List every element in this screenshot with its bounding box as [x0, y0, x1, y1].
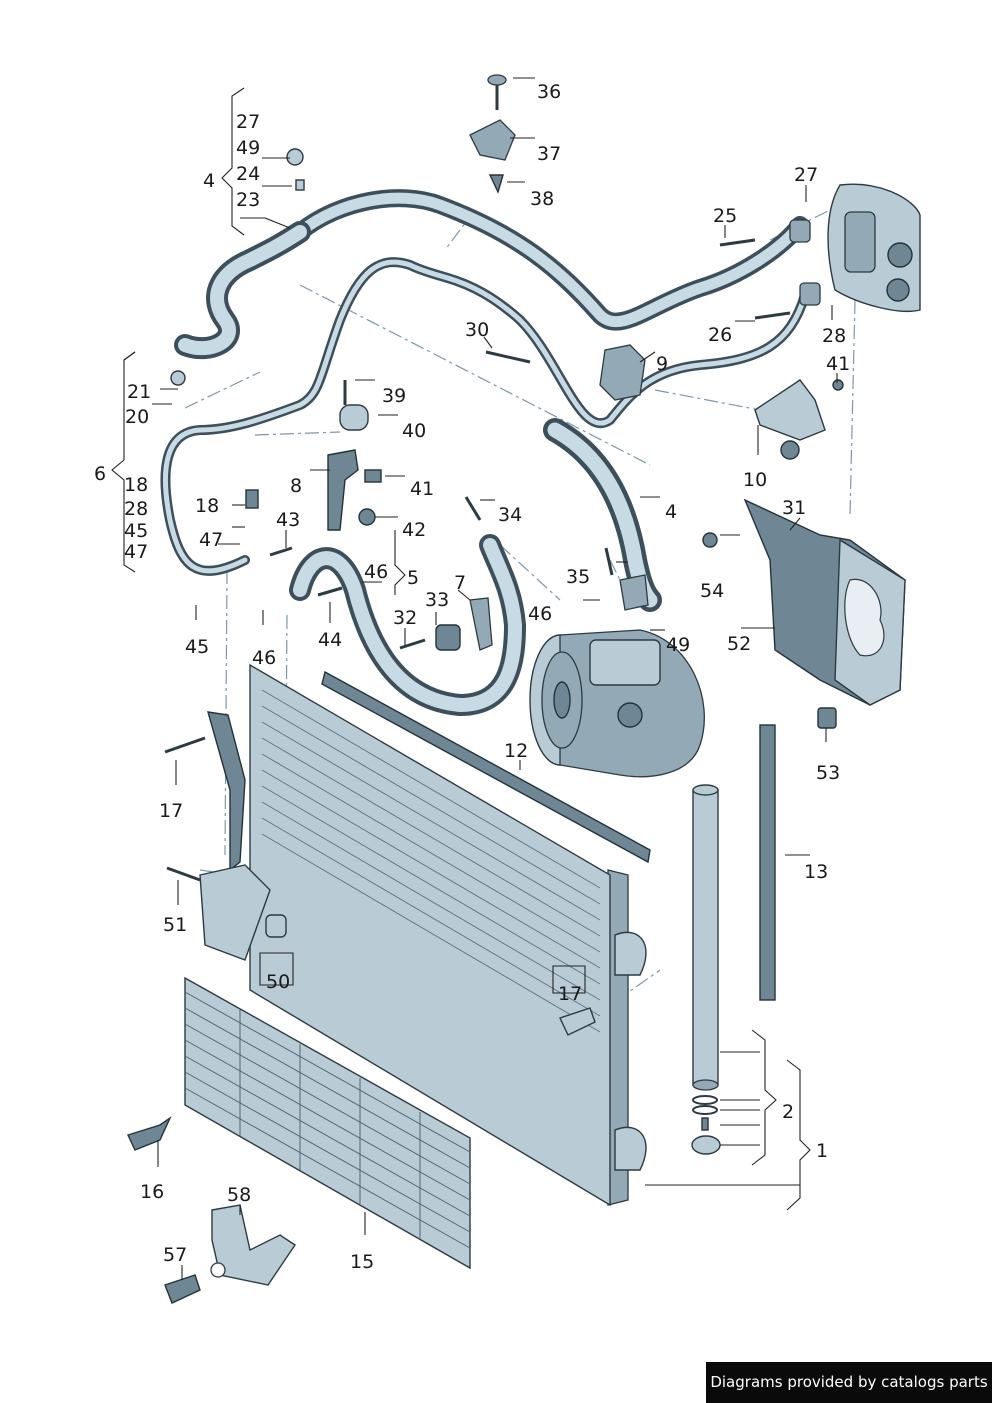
- callout-18-left: 18: [124, 474, 148, 496]
- refrigerant-lines: [160, 189, 810, 716]
- callout-21: 21: [127, 381, 151, 403]
- callout-6: 6: [94, 463, 106, 485]
- callout-8: 8: [290, 475, 302, 497]
- callout-15: 15: [350, 1251, 374, 1273]
- callout-4-top: 4: [203, 170, 215, 192]
- callout-42: 42: [402, 519, 426, 541]
- brackets: [327, 119, 826, 651]
- callout-46-right: 46: [528, 603, 552, 625]
- callout-40: 40: [402, 420, 426, 442]
- callout-20: 20: [125, 406, 149, 428]
- callout-33: 33: [425, 589, 449, 611]
- callout-45-left: 45: [124, 520, 148, 542]
- callout-57: 57: [163, 1244, 187, 1266]
- callout-46-mid: 46: [364, 561, 388, 583]
- bulkhead-expansion-valve: [789, 183, 921, 312]
- callout-35: 35: [566, 566, 590, 588]
- callout-24: 24: [236, 163, 260, 185]
- callout-44: 44: [318, 629, 342, 651]
- receiver-drier: [691, 784, 721, 1155]
- callout-58: 58: [227, 1184, 251, 1206]
- callout-26: 26: [708, 324, 732, 346]
- callout-2: 2: [782, 1101, 794, 1123]
- callout-45-bottom: 45: [185, 636, 209, 658]
- callout-7: 7: [454, 572, 466, 594]
- condenser: [199, 663, 647, 1207]
- callout-17-left: 17: [159, 800, 183, 822]
- fasteners: [164, 74, 844, 882]
- callout-17-right: 17: [558, 983, 582, 1005]
- credit-banner: Diagrams provided by catalogs parts: [706, 1362, 992, 1403]
- callout-30: 30: [465, 319, 489, 341]
- callout-27-top-left: 27: [236, 111, 260, 133]
- callout-54: 54: [700, 580, 724, 602]
- callout-47-left: 47: [124, 541, 148, 563]
- callout-49-top-left: 49: [236, 137, 260, 159]
- callout-49-right: 49: [666, 634, 690, 656]
- callout-23: 23: [236, 189, 260, 211]
- callout-5: 5: [407, 567, 419, 589]
- callout-13: 13: [804, 861, 828, 883]
- bottom-parts: [127, 1007, 596, 1304]
- callout-1: 1: [816, 1140, 828, 1162]
- callout-labels: 36 37 38 27 49 4 24 23 27 25 26 28 30 9 …: [94, 81, 850, 1273]
- callout-12: 12: [504, 740, 528, 762]
- callout-34: 34: [498, 504, 522, 526]
- callout-38: 38: [530, 188, 554, 210]
- callout-28-left: 28: [124, 498, 148, 520]
- callout-10: 10: [743, 469, 767, 491]
- callout-28-right: 28: [822, 325, 846, 347]
- callout-31: 31: [782, 497, 806, 519]
- heat-shield: [743, 498, 906, 729]
- callout-4-right: 4: [665, 501, 677, 523]
- condenser-grille: [184, 976, 471, 1270]
- leader-lines: [111, 77, 838, 1280]
- callout-50: 50: [266, 971, 290, 993]
- callout-18-mid: 18: [195, 495, 219, 517]
- callout-53: 53: [816, 762, 840, 784]
- callout-25: 25: [713, 205, 737, 227]
- callout-36: 36: [537, 81, 561, 103]
- callout-43: 43: [276, 509, 300, 531]
- callout-46-bottom: 46: [252, 647, 276, 669]
- callout-41-mid: 41: [410, 478, 434, 500]
- callout-47-mid: 47: [199, 529, 223, 551]
- callout-52: 52: [727, 633, 751, 655]
- callout-27-top-right: 27: [794, 164, 818, 186]
- callout-9: 9: [656, 353, 668, 375]
- callout-39: 39: [382, 385, 406, 407]
- callout-32: 32: [393, 607, 417, 629]
- callout-37: 37: [537, 143, 561, 165]
- ac-compressor: [529, 629, 705, 778]
- callout-41-right: 41: [826, 353, 850, 375]
- seal-strips: [321, 670, 776, 1001]
- callout-16: 16: [140, 1181, 164, 1203]
- callout-51: 51: [163, 914, 187, 936]
